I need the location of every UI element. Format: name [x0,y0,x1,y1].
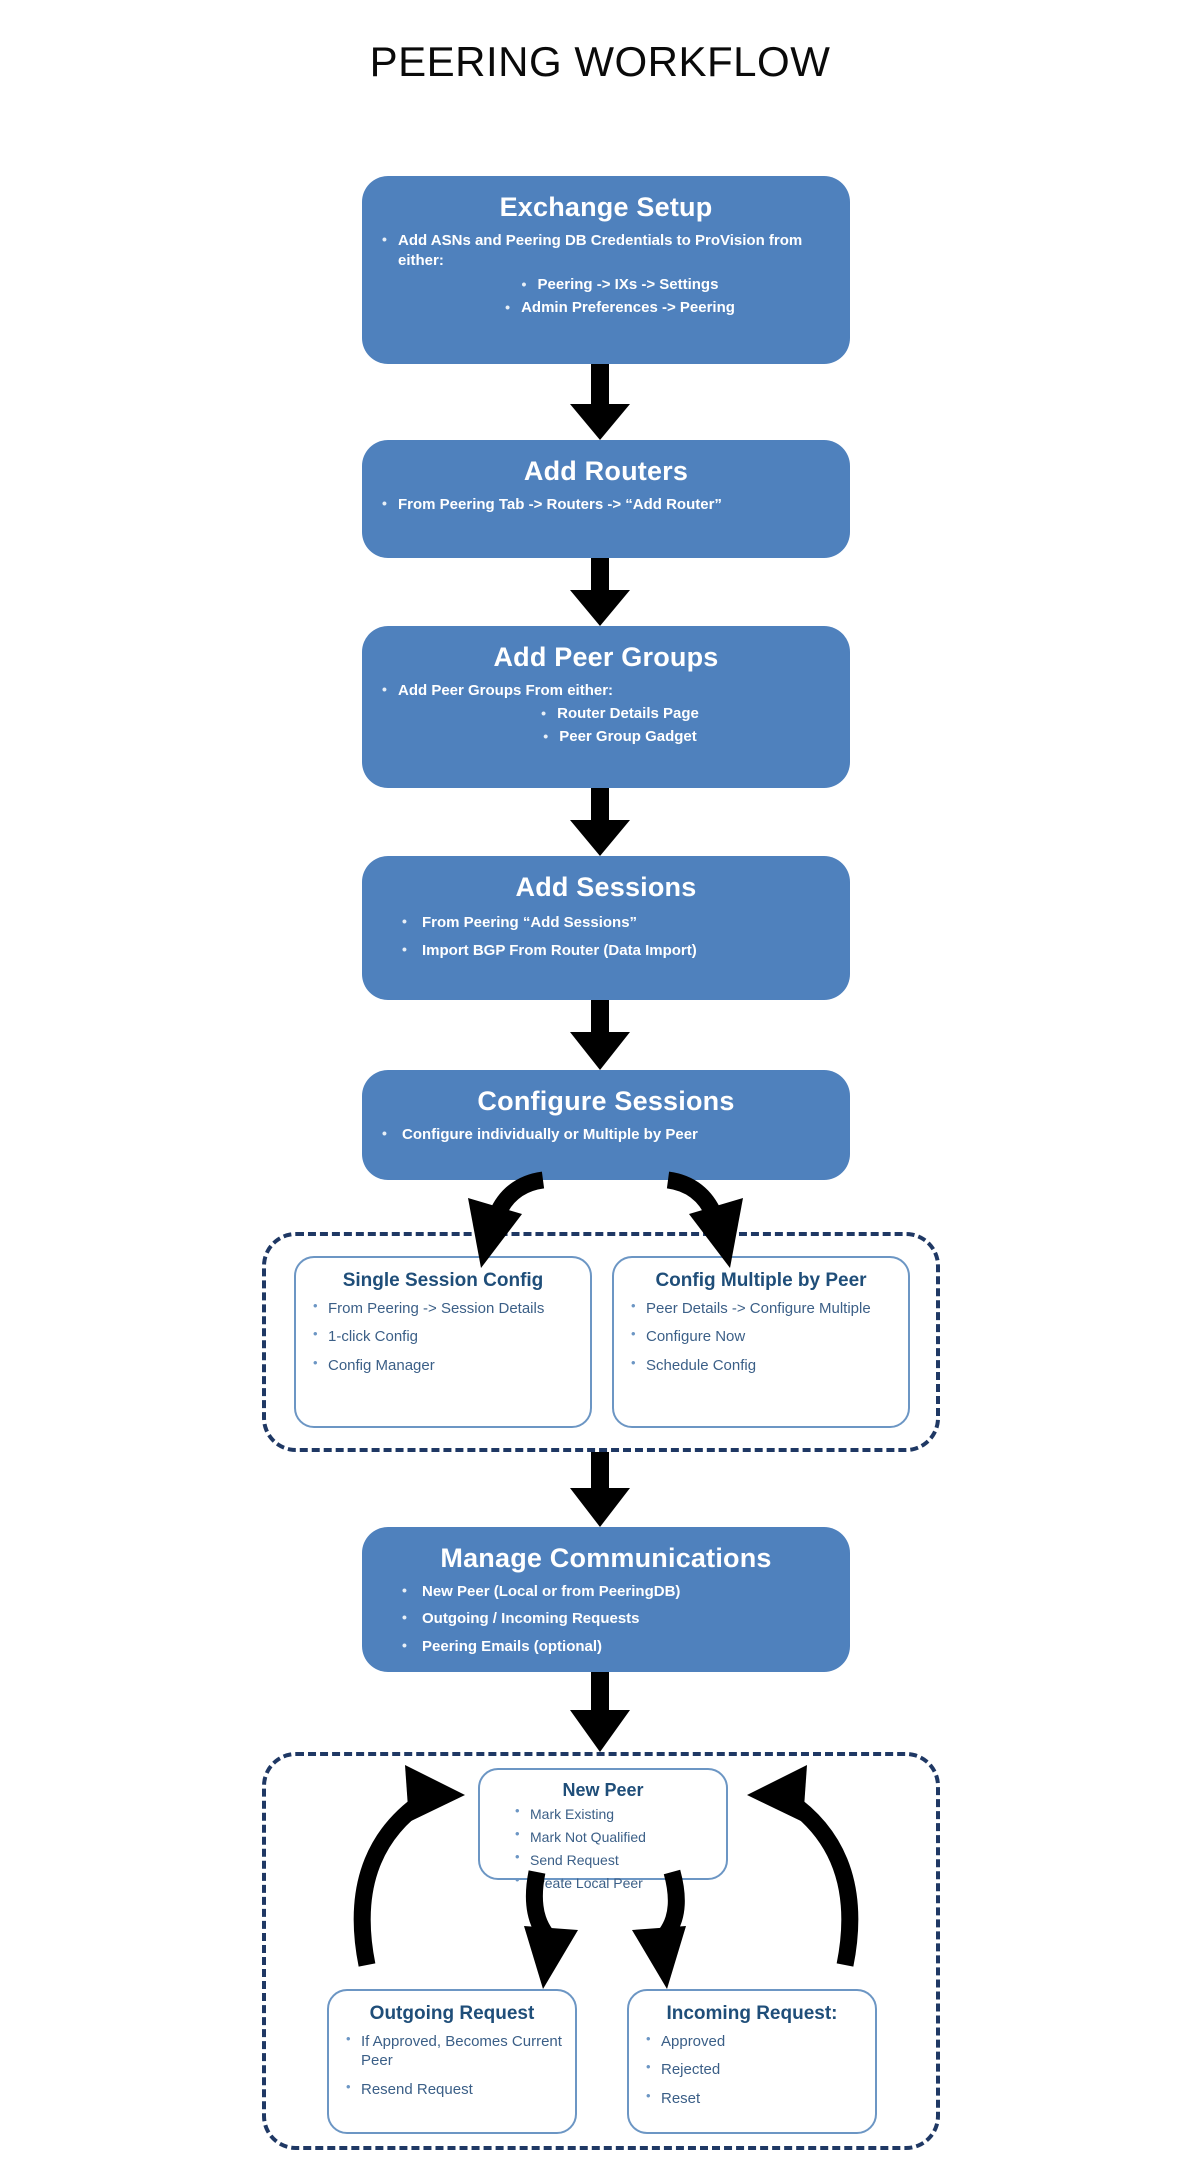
stage-title: Configure Sessions [477,1086,735,1116]
bullet-item: Mark Not Qualified [510,1826,716,1846]
stage-bullet-list: Add ASNs and Peering DB Credentials to P… [376,230,836,318]
bullet-item: Peer Details -> Configure Multiple [626,1298,896,1319]
subbox-outgoing-request[interactable]: Outgoing Request If Approved, Becomes Cu… [327,1989,577,2134]
stage-title: Add Routers [523,456,689,486]
subbox-bullet-list: Peer Details -> Configure Multiple Confi… [626,1298,896,1376]
stage-configure-sessions[interactable]: Configure Sessions Configure individuall… [362,1070,850,1180]
bullet-item: Configure individually or Multiple by Pe… [376,1124,836,1145]
arrow-manage-to-requests [570,1672,630,1752]
stage-bullet-list: From Peering “Add Sessions” Import BGP F… [396,912,836,962]
subbox-bullet-list: Approved Rejected Reset [641,2031,863,2109]
bullet-item: From Peering “Add Sessions” [396,912,836,933]
stage-bullet-list: New Peer (Local or from PeeringDB) Outgo… [396,1581,836,1657]
stage-bullet-list: From Peering Tab -> Routers -> “Add Rout… [376,494,836,515]
stage-exchange-setup[interactable]: Exchange Setup Add ASNs and Peering DB C… [362,176,850,364]
bullet-item: Mark Existing [510,1803,716,1823]
arrow-sessions-to-configure [570,1000,630,1070]
subbox-title: New Peer [562,1780,644,1800]
bullet-item: Approved [641,2031,863,2052]
bullet-item: If Approved, Becomes Current Peer [341,2031,563,2071]
subbox-title: Incoming Request: [666,2003,838,2024]
sub-bullet-list: Router Details Page Peer Group Gadget [398,703,836,747]
subbox-title: Config Multiple by Peer [655,1270,867,1291]
stage-bullet-list: Add Peer Groups From either: Router Deta… [376,680,836,747]
subbox-incoming-request[interactable]: Incoming Request: Approved Rejected Rese… [627,1989,877,2134]
sub-bullet-text: Router Details Page [535,705,699,722]
arrow-configgroup-to-manage [570,1452,630,1527]
sub-bullet-item: Peering -> IXs -> Settings [398,274,836,295]
bullet-item: Schedule Config [626,1355,896,1376]
bullet-item: Peering Emails (optional) [396,1636,836,1657]
bullet-item: Configure Now [626,1326,896,1347]
stage-bullet-list: Configure individually or Multiple by Pe… [376,1124,836,1145]
bullet-item: From Peering -> Session Details [308,1298,578,1319]
bullet-text: Configure individually or Multiple by Pe… [402,1126,698,1144]
bullet-item: Import BGP From Router (Data Import) [396,940,836,961]
sub-bullet-item: Router Details Page [398,703,836,724]
stage-manage-communications[interactable]: Manage Communications New Peer (Local or… [362,1527,850,1672]
subbox-single-session-config[interactable]: Single Session Config From Peering -> Se… [294,1256,592,1428]
subbox-bullet-list: Mark Existing Mark Not Qualified Send Re… [510,1803,716,1893]
page-title: PEERING WORKFLOW [369,38,831,85]
arrow-peergroups-to-sessions [570,788,630,856]
bullet-text: Add Peer Groups From either: [398,682,614,700]
bullet-item: Resend Request [341,2079,563,2100]
bullet-text: From Peering “Add Sessions” [422,914,638,932]
arrow-exchange-to-routers [570,364,630,440]
bullet-item: Create Local Peer [510,1872,716,1892]
bullet-item: 1-click Config [308,1326,578,1347]
stage-title: Exchange Setup [499,192,713,222]
subbox-title: Single Session Config [342,1270,544,1291]
sub-bullet-list: Peering -> IXs -> Settings Admin Prefere… [398,274,836,318]
sub-bullet-text: Admin Preferences -> Peering [499,299,735,316]
peer-requests-group [262,1752,940,2150]
bullet-item: From Peering Tab -> Routers -> “Add Rout… [376,494,836,515]
bullet-text: Import BGP From Router (Data Import) [422,942,697,960]
subbox-new-peer[interactable]: New Peer Mark Existing Mark Not Qualifie… [478,1768,728,1891]
bullet-item: Rejected [641,2059,863,2080]
sub-bullet-item: Admin Preferences -> Peering [398,297,836,318]
bullet-item: Add Peer Groups From either: Router Deta… [376,680,836,747]
bullet-item: New Peer (Local or from PeeringDB) [396,1581,836,1602]
subbox-bullet-list: If Approved, Becomes Current Peer Resend… [341,2031,563,2100]
sub-bullet-item: Peer Group Gadget [398,726,836,747]
bullet-item: Outgoing / Incoming Requests [396,1608,836,1629]
bullet-item: Add ASNs and Peering DB Credentials to P… [376,230,836,318]
stage-add-routers[interactable]: Add Routers From Peering Tab -> Routers … [362,440,850,558]
sub-bullet-text: Peering -> IXs -> Settings [516,276,719,293]
sub-bullet-text: Peer Group Gadget [537,728,697,745]
stage-add-sessions[interactable]: Add Sessions From Peering “Add Sessions”… [362,856,850,1000]
bullet-item: Send Request [510,1849,716,1869]
subbox-bullet-list: From Peering -> Session Details 1-click … [308,1298,578,1376]
bullet-item: Reset [641,2088,863,2109]
config-options-group [262,1232,940,1452]
stage-title: Manage Communications [440,1543,772,1573]
stage-title: Add Peer Groups [493,642,719,672]
stage-title: Add Sessions [515,872,697,902]
subbox-config-multiple-by-peer[interactable]: Config Multiple by Peer Peer Details -> … [612,1256,910,1428]
bullet-text: From Peering Tab -> Routers -> “Add Rout… [398,496,722,514]
arrow-routers-to-peergroups [570,558,630,626]
stage-add-peer-groups[interactable]: Add Peer Groups Add Peer Groups From eit… [362,626,850,788]
bullet-text: Add ASNs and Peering DB Credentials to P… [398,232,803,270]
bullet-item: Config Manager [308,1355,578,1376]
subbox-title: Outgoing Request [369,2003,535,2024]
